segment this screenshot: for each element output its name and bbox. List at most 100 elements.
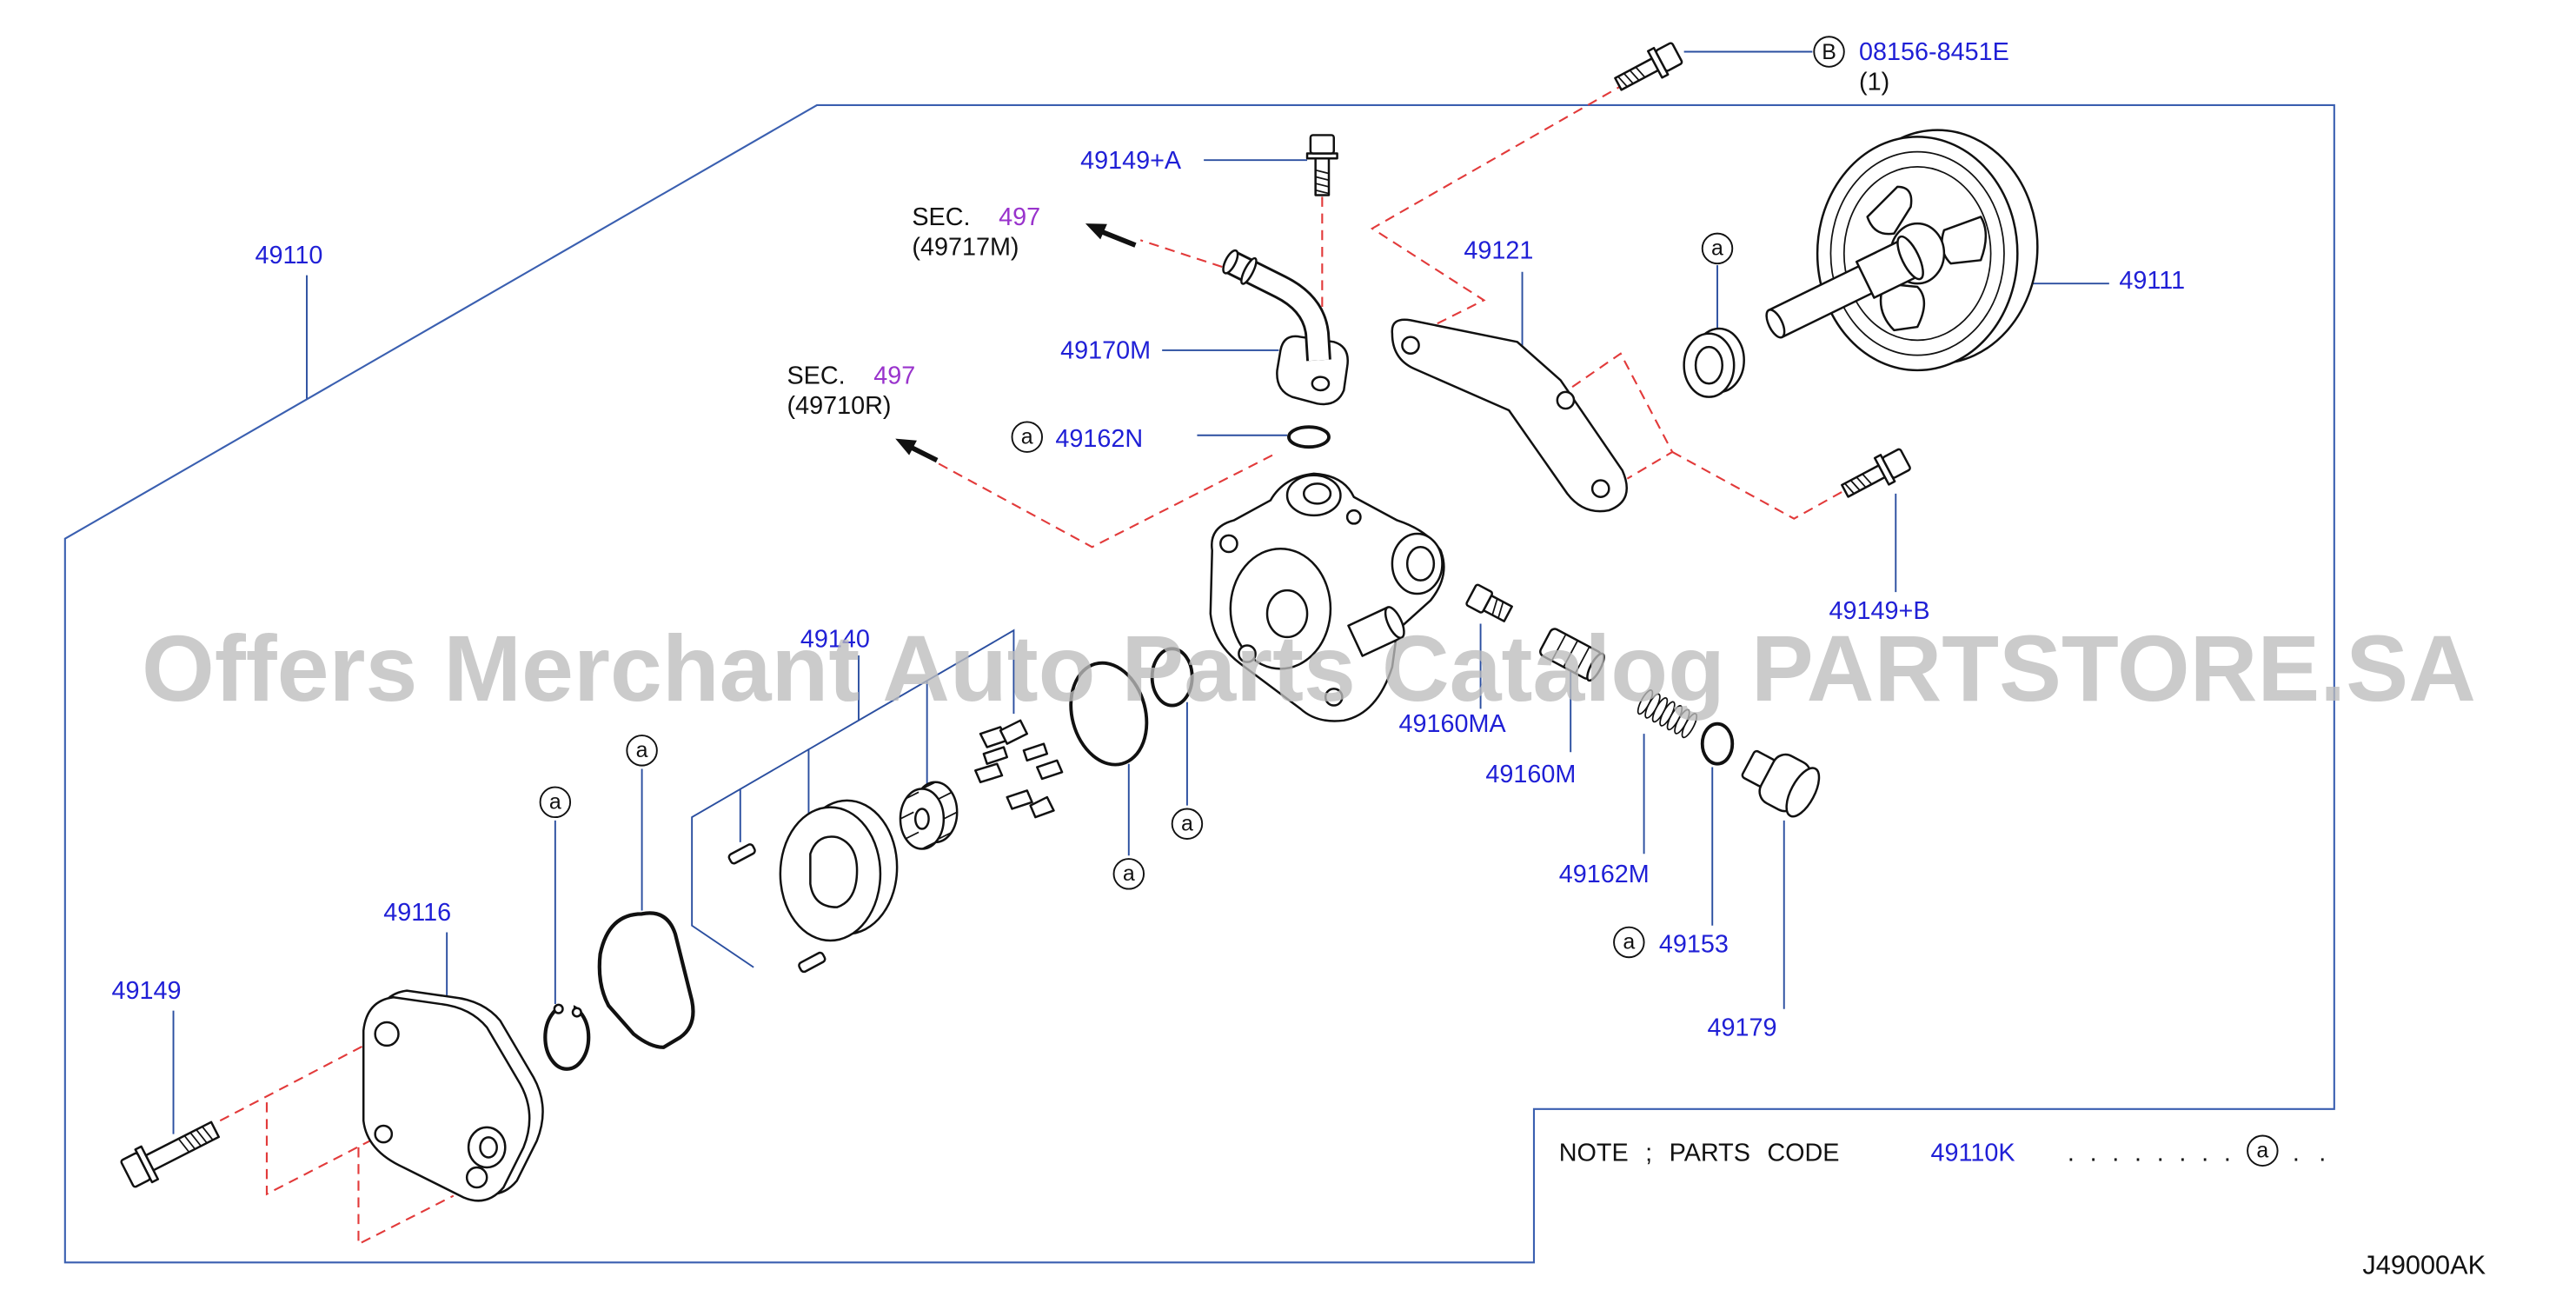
bolt-thread	[1315, 169, 1330, 195]
pulley-groove	[1829, 150, 2005, 356]
o-ring-49153[interactable]	[1700, 721, 1735, 766]
assembly-dashed-lines	[219, 83, 1851, 1246]
pump-body[interactable]	[1209, 472, 1445, 722]
bracket-hole-3	[1590, 479, 1610, 498]
marker-a-circle	[1011, 421, 1043, 453]
cover-boss-bore	[479, 1136, 498, 1159]
bracket-49121[interactable]	[1391, 318, 1628, 513]
marker-a-seal: a	[1701, 232, 1734, 265]
label-49179[interactable]: 49179	[1707, 1014, 1776, 1041]
dashed-line-cover-2	[265, 1102, 371, 1196]
outlet-boss	[1347, 606, 1405, 657]
rotor-spline-bore	[913, 808, 930, 830]
plug-49179[interactable]	[1736, 740, 1825, 821]
suction-port-bore	[1302, 482, 1332, 505]
label-49111[interactable]: 49111	[2119, 267, 2185, 295]
arrow-shaft	[909, 444, 939, 463]
oil-seal[interactable]	[1683, 327, 1745, 398]
snap-ring[interactable]	[543, 1001, 591, 1071]
label-49153[interactable]: 49153	[1659, 930, 1729, 958]
bolt-49149[interactable]	[119, 1114, 223, 1191]
section-part: (49717M)	[912, 234, 1019, 262]
bolt-head	[1655, 42, 1683, 72]
leader-bracket-49140	[691, 628, 1015, 968]
bolt-49149-a[interactable]	[1305, 134, 1338, 196]
label-49116[interactable]: 49116	[383, 899, 451, 927]
spring-49162m[interactable]	[1636, 688, 1700, 740]
section-ref-49710r[interactable]: SEC. 497 (49710R)	[787, 362, 916, 420]
label-08156-8451e[interactable]: 08156-8451E	[1859, 38, 2009, 66]
note-marker-circle	[2247, 1134, 2279, 1167]
marker-b-circle	[1813, 36, 1845, 68]
bolt-head	[120, 1152, 151, 1188]
dowel-pin-upper[interactable]	[727, 843, 756, 865]
label-49149[interactable]: 49149	[112, 977, 182, 1005]
dowel-pin-lower[interactable]	[798, 951, 827, 974]
label-49149-b[interactable]: 49149+B	[1829, 597, 1930, 625]
label-49162n[interactable]: 49162N	[1055, 425, 1143, 453]
bolt-49149-b[interactable]	[1838, 446, 1913, 504]
mount-hole-2	[1238, 644, 1257, 663]
note-kit-code[interactable]: 49110K	[1931, 1139, 2015, 1167]
note-trailing-dots: . .	[2293, 1139, 2326, 1167]
marker-a-letter: a	[1123, 861, 1135, 886]
rear-cover-49116[interactable]	[362, 989, 544, 1202]
pipe-49170m[interactable]	[1220, 249, 1349, 406]
label-49140[interactable]: 49140	[800, 625, 870, 653]
marker-a-letter: a	[1711, 236, 1723, 261]
marker-a-circle	[1701, 232, 1734, 265]
marker-a-large-ring: a	[1112, 858, 1145, 890]
connector-49160ma[interactable]	[1465, 583, 1514, 624]
pump-rotor[interactable]	[899, 781, 959, 850]
bolt-08156-8451e[interactable]	[1611, 39, 1684, 97]
pulley-window-1	[1866, 185, 1913, 236]
vane	[1036, 759, 1064, 781]
label-49162m[interactable]: 49162M	[1559, 861, 1650, 888]
pipe-end	[1222, 249, 1239, 275]
flow-control-valve-49160m[interactable]	[1538, 628, 1607, 683]
o-ring-49162n[interactable]	[1287, 425, 1331, 449]
marker-a-circle	[1613, 926, 1645, 959]
bolt-head	[1882, 448, 1911, 479]
cam-ring-49140[interactable]	[779, 799, 899, 942]
cover-gasket[interactable]	[597, 911, 695, 1049]
marker-a-49153: a	[1613, 926, 1645, 959]
o-ring-small[interactable]	[1150, 647, 1194, 708]
label-49121[interactable]: 49121	[1464, 236, 1533, 264]
valve-end	[1586, 652, 1605, 682]
vane	[982, 746, 1008, 765]
cover-bolt-hole-1	[374, 1021, 400, 1047]
marker-b-letter: B	[1822, 40, 1836, 64]
vane	[1022, 742, 1049, 762]
label-49149-a[interactable]: 49149+A	[1080, 147, 1182, 175]
connector-hex	[1465, 583, 1494, 614]
marker-a-letter: a	[1623, 930, 1635, 954]
marker-a-circle	[1171, 808, 1204, 840]
marker-a-circle	[626, 735, 658, 767]
label-49160m[interactable]: 49160M	[1485, 761, 1576, 788]
o-ring-large[interactable]	[1060, 655, 1158, 774]
pump-vanes[interactable]	[974, 719, 1064, 819]
section-ref-49717m[interactable]: SEC. 497 (49717M)	[912, 203, 1040, 262]
flange-hole	[1311, 376, 1331, 392]
marker-a-snap-ring: a	[539, 786, 572, 819]
shaft-collar	[1896, 235, 1924, 281]
section-number: 497	[999, 203, 1040, 231]
label-49160ma[interactable]: 49160MA	[1399, 710, 1507, 738]
pump-shaft	[1765, 235, 1924, 339]
label-49110[interactable]: 49110	[256, 242, 323, 269]
vane	[999, 719, 1029, 745]
cam-ring-bore	[809, 835, 859, 908]
note-marker-letter: a	[2256, 1138, 2268, 1162]
marker-a-letter: a	[549, 789, 561, 814]
spring-coil	[1681, 713, 1698, 739]
dashed-line-cover-3	[357, 1147, 455, 1246]
section-part: (49710R)	[787, 392, 892, 420]
outlet-face	[1384, 606, 1405, 640]
arrow-to-sec-49710r	[895, 438, 939, 463]
marker-a-small-ring: a	[1171, 808, 1204, 840]
section-number: 497	[873, 362, 915, 389]
label-49170m[interactable]: 49170M	[1060, 337, 1151, 365]
marker-a-gasket: a	[626, 735, 658, 767]
pulley-shaft-49111[interactable]	[1759, 129, 2039, 372]
